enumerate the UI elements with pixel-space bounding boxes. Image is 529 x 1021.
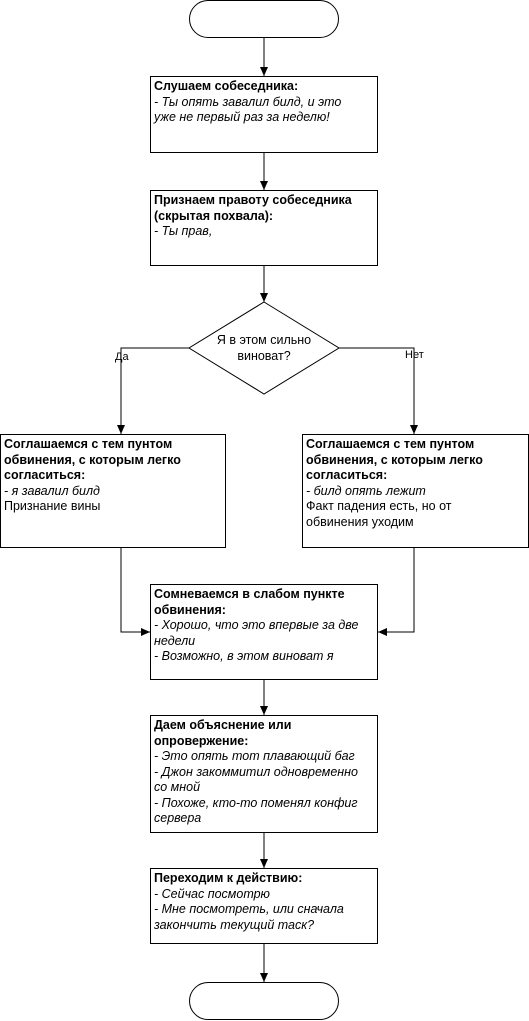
explain-title: Даем объяснение или	[154, 718, 292, 732]
act-title: Переходим к действию:	[154, 871, 303, 885]
agree-right-note: обвинения уходим	[306, 514, 414, 529]
arrow-decision-no	[339, 347, 418, 434]
listen-line: уже не первый раз за неделю!	[154, 110, 330, 124]
doubt-step: Сомневаемся в слабом пункте обвинения: -…	[150, 584, 378, 680]
doubt-title: Сомневаемся в слабом пункте	[154, 587, 345, 601]
explain-step: Даем объяснение или опровержение: - Это …	[150, 715, 378, 833]
arrow-right-to-doubt	[378, 548, 415, 636]
doubt-title: обвинения:	[154, 602, 226, 617]
listen-line: - Ты опять завалил билд, и это	[154, 94, 342, 109]
agree-right-step: Соглашаемся с тем пунтом обвинения, с ко…	[302, 434, 529, 548]
act-step: Переходим к действию: - Сейчас посмотрю …	[150, 868, 378, 944]
decision-line: виноват?	[237, 349, 291, 363]
start-terminator	[189, 0, 339, 38]
acknowledge-title: Признаем правоту собеседника	[154, 193, 352, 207]
act-line: закончить текущий таск?	[154, 917, 315, 932]
act-line: - Мне посмотреть, или сначала	[154, 902, 344, 916]
decision-diamond	[188, 301, 340, 395]
decision-line: Я в этом сильно	[216, 333, 312, 347]
act-line: - Сейчас посмотрю	[154, 886, 270, 901]
no-label: Нет	[405, 349, 424, 361]
agree-left-title: Соглашаемся с тем пунтом	[4, 437, 173, 451]
acknowledge-step: Признаем правоту собеседника (скрытая по…	[150, 190, 378, 266]
yes-label: Да	[115, 351, 129, 363]
agree-left-title: согласиться:	[4, 468, 86, 482]
doubt-line: - Возможно, в этом виноват я	[154, 649, 334, 663]
acknowledge-title: (скрытая похвала):	[154, 208, 274, 223]
acknowledge-line: - Ты прав,	[154, 224, 213, 238]
agree-right-note: Факт падения есть, но от	[306, 499, 452, 513]
agree-left-note: Признание вины	[4, 499, 101, 513]
doubt-line: недели	[154, 633, 196, 648]
doubt-line: - Хорошо, что это впервые за две	[154, 618, 359, 632]
decision-text: Я в этом сильно виноват?	[204, 332, 324, 364]
end-terminator	[189, 982, 339, 1020]
listen-step: Слушаем собеседника: - Ты опять завалил …	[150, 76, 378, 153]
explain-line: - Джон закоммитил одновременно	[154, 764, 359, 779]
listen-title: Слушаем собеседника:	[154, 79, 299, 93]
arrow-decision-yes	[117, 347, 189, 434]
explain-line: сервера	[154, 811, 202, 825]
explain-line: - Похоже, кто-то поменял конфиг	[154, 795, 358, 810]
agree-right-title: обвинения, с которым легко	[306, 452, 483, 467]
explain-line: со мной	[154, 780, 201, 794]
agree-left-step: Соглашаемся с тем пунтом обвинения, с ко…	[0, 434, 226, 548]
explain-line: - Это опять тот плавающий баг	[154, 749, 355, 763]
agree-right-title: согласиться:	[306, 468, 388, 482]
explain-title: опровержение:	[154, 733, 249, 748]
agree-right-title: Соглашаемся с тем пунтом	[306, 437, 475, 451]
arrow-left-to-doubt	[120, 548, 150, 636]
agree-right-quote: - билд опять лежит	[306, 483, 426, 498]
agree-left-quote: - я завалил билд	[4, 483, 100, 498]
agree-left-title: обвинения, с которым легко	[4, 452, 181, 467]
